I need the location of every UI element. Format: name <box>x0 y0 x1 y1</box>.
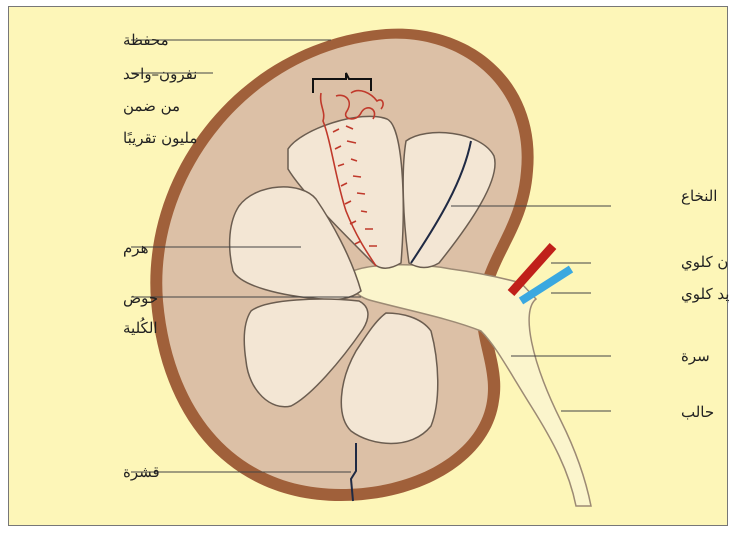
label-pelvis-2: الكُلية <box>123 316 158 337</box>
diagram-frame: محفظة نفرون–واحد من ضمن مليون تقريبًا ال… <box>8 6 728 526</box>
label-capsule: محفظة <box>123 31 169 49</box>
kidney-diagram: محفظة نفرون–واحد من ضمن مليون تقريبًا ال… <box>9 7 729 527</box>
label-hilum: سرة <box>681 347 710 365</box>
label-medulla: النخاع <box>681 187 717 205</box>
label-nephron-2: من ضمن <box>123 97 180 115</box>
label-nephron-3: مليون تقريبًا <box>123 129 197 147</box>
label-pyramid: هرم <box>123 239 149 257</box>
label-pelvis-1: حوض <box>123 289 158 307</box>
label-cortex: قشرة <box>123 463 160 481</box>
label-renal-artery: شريان كلوي <box>681 253 729 271</box>
label-nephron-1: نفرون–واحد <box>123 65 197 83</box>
label-renal-vein: وريد كلوي <box>681 285 729 303</box>
label-ureter: حالب <box>681 403 714 421</box>
